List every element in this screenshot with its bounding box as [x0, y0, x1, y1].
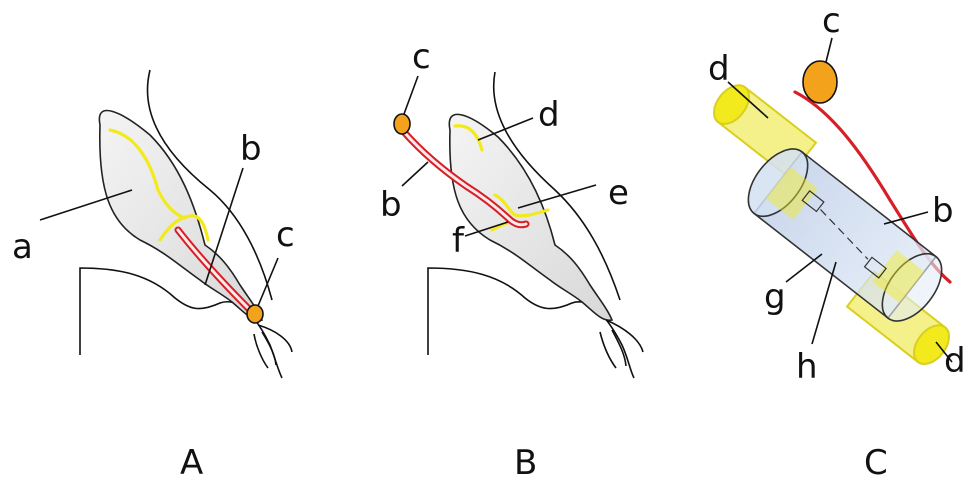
panel-b-body-outline	[428, 268, 634, 378]
panel-b-node-c	[394, 114, 410, 134]
panel-c-node-c	[803, 61, 837, 103]
label-d-panel-c-bottom: d	[944, 341, 966, 381]
panel-b-muscle	[449, 114, 612, 320]
panel-b: c d b e f B	[380, 37, 643, 480]
panel-a-node-c	[247, 305, 263, 323]
panel-title-b: B	[514, 443, 537, 480]
panel-c-leader-c	[826, 38, 832, 62]
label-d-panel-c-top: d	[708, 49, 730, 89]
panel-b-leader-b	[402, 162, 428, 186]
label-d-panel-b: d	[538, 95, 560, 135]
label-h: h	[796, 347, 818, 387]
label-f: f	[452, 221, 465, 261]
label-c-panel-c: c	[822, 1, 841, 41]
panel-c: c d b g h d C	[707, 1, 966, 480]
panel-title-c: C	[864, 443, 888, 480]
panel-a: a b c A	[12, 70, 295, 480]
panel-c-leader-b	[884, 212, 928, 224]
panel-c-leader-g	[786, 254, 822, 282]
panel-b-leader-c	[404, 76, 418, 114]
label-g: g	[764, 277, 786, 317]
label-c-panel-a: c	[276, 215, 295, 255]
label-a: a	[12, 227, 33, 267]
label-b-panel-c: b	[932, 191, 954, 231]
label-b-panel-a: b	[240, 129, 262, 169]
panel-title-a: A	[180, 443, 203, 480]
label-c-panel-b: c	[412, 37, 431, 77]
label-b-panel-b: b	[380, 185, 402, 225]
label-e: e	[608, 173, 629, 213]
panel-a-toes	[254, 325, 292, 368]
panel-c-leader-h	[812, 262, 836, 344]
